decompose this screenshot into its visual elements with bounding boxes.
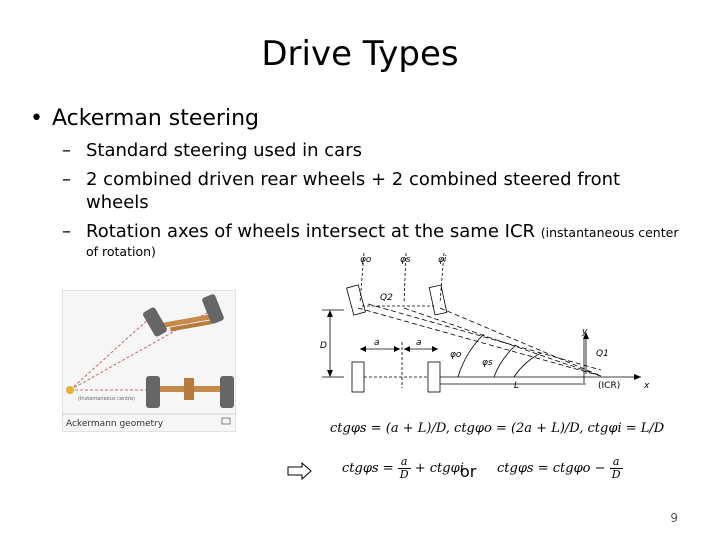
slide-title: Drive Types [261, 34, 459, 74]
sub-text-small-line2: of rotation) [86, 244, 156, 259]
ackermann-schematic: φo φs φi Q2 y Q1 D a a φo φs L (ICR) x [320, 252, 650, 393]
formula-cotangents: ctgφs = (a + L)/D, ctgφo = (2a + L)/D, c… [330, 421, 665, 436]
label-l: L [514, 381, 519, 391]
sub-text-line1: 2 combined driven rear wheels + 2 combin… [86, 169, 621, 190]
photo-tiny-label: (Instantaneous centre) [78, 396, 135, 402]
sub-item-icr: –Rotation axes of wheels intersect at th… [62, 220, 678, 263]
sub-dash: – [62, 169, 71, 190]
frac-num: a [397, 456, 411, 469]
label-phi-i: φi [438, 255, 447, 265]
or-label: or [460, 462, 477, 481]
label-icr: (ICR) [598, 381, 620, 391]
frac-den: D [611, 468, 621, 481]
label-x: x [643, 381, 650, 391]
label-phi-o: φo [360, 255, 372, 265]
label-q1: Q1 [596, 349, 609, 359]
sub-text-small: (instantaneous center [540, 225, 679, 240]
label-y: y [581, 327, 588, 337]
sub-text-line2: wheels [86, 192, 149, 213]
label-a2: a [416, 338, 422, 348]
bullet-ackerman: • Ackerman steering [30, 106, 259, 131]
label-phi-o2: φo [450, 350, 462, 360]
page-number: 9 [670, 511, 678, 525]
frac-den: D [399, 468, 409, 481]
photo-caption: Ackermann geometry [66, 419, 164, 429]
bullet-dot: • [30, 106, 43, 131]
frac-num: a [609, 456, 623, 469]
sub-text-main: Rotation axes of wheels intersect at the… [86, 221, 536, 242]
right-arrow-icon [287, 462, 312, 480]
formula-right-a: ctgφs = ctgφo − [497, 461, 606, 476]
sub-text: Standard steering used in cars [86, 140, 362, 161]
sub-dash: – [62, 221, 71, 242]
sub-dash: – [62, 140, 71, 161]
label-phi-s2: φs [482, 358, 493, 368]
formula-left-a: ctgφs = [342, 461, 394, 476]
label-phi-s: φs [400, 255, 411, 265]
formula-left-b: + ctgφi [414, 461, 464, 476]
label-q2: Q2 [380, 293, 393, 303]
label-a1: a [374, 338, 380, 348]
bullet-text: Ackerman steering [52, 106, 259, 131]
sub-item-standard: –Standard steering used in cars [62, 139, 362, 162]
label-d: D [320, 341, 327, 351]
ackermann-photo: (Instantaneous centre) Ackermann geometr… [62, 290, 236, 432]
sub-item-wheels: –2 combined driven rear wheels + 2 combi… [62, 168, 620, 214]
expand-icon [221, 417, 231, 425]
